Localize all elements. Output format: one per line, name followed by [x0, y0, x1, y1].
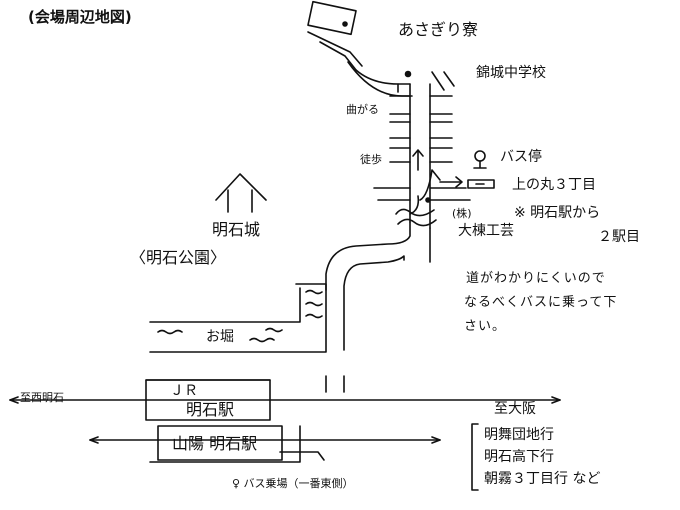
school-label: 錦城中学校	[476, 65, 546, 81]
jr-label: ＪＲ	[170, 383, 198, 399]
bus-terminal-label: ♀ バス乗場（一番東側）	[232, 477, 354, 490]
moat-label: お堀	[206, 329, 234, 345]
main-road	[409, 83, 431, 229]
jr-station-label: 明石駅	[186, 400, 235, 419]
from-akashi-label: ※ 明石駅から	[514, 205, 601, 221]
company-label: (株)	[452, 207, 472, 220]
venue-label: あさぎり寮	[398, 20, 479, 39]
note-line-1: 道がわかりにくいので	[466, 271, 606, 286]
bus-route-2: 明石高下行	[484, 449, 554, 465]
moat	[149, 283, 327, 353]
second-stop-label: ２駅目	[598, 229, 640, 245]
sanyo-station	[157, 425, 283, 461]
castle-roof	[215, 173, 267, 213]
map-title: (会場周辺地図)	[28, 8, 132, 26]
school-dot	[404, 70, 412, 78]
venue-building	[307, 0, 357, 36]
park-label: 〈明石公園〉	[130, 248, 227, 267]
east-label: 至大阪	[494, 401, 536, 417]
daito-dot	[425, 197, 431, 203]
turn-label: 曲がる	[346, 103, 379, 116]
west-label: 至西明石	[20, 391, 64, 404]
bus-route-1: 明舞団地行	[484, 427, 554, 443]
driveway-road	[307, 31, 363, 71]
note-line-2: なるべくバスに乗って下	[464, 295, 618, 310]
walk-label: 徒歩	[360, 153, 382, 166]
kaminomaru-label: 上の丸３丁目	[512, 177, 596, 193]
bus-route-3: 朝霧３丁目行 など	[484, 471, 601, 487]
venue-dot	[342, 21, 348, 27]
daito-label: 大棟工芸	[458, 223, 514, 239]
sanyo-station-label: 山陽 明石駅	[172, 434, 258, 453]
bus-stop-icon	[474, 150, 486, 162]
castle-label: 明石城	[212, 220, 261, 239]
bus-stop-label: バス停	[500, 149, 542, 165]
note-line-3: さい。	[464, 319, 507, 334]
